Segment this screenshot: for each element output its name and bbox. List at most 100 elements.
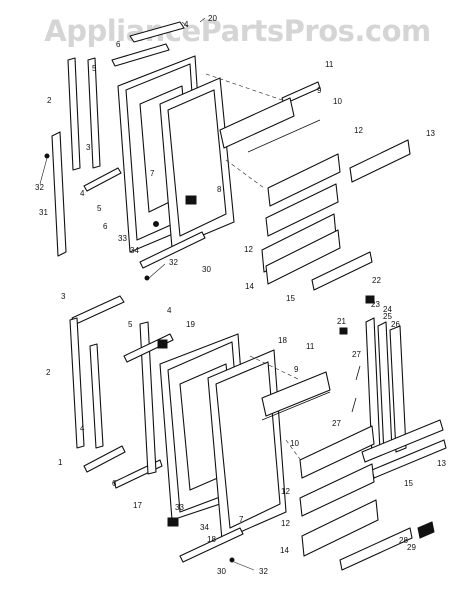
callout-15: 15	[404, 479, 413, 488]
callout-18: 18	[207, 535, 216, 544]
callout-27: 27	[352, 350, 361, 359]
callout-24: 24	[383, 305, 392, 314]
callout-34: 34	[130, 246, 139, 255]
callout-29: 29	[407, 543, 416, 552]
callout-2: 2	[47, 96, 52, 105]
callout-4: 4	[80, 424, 85, 433]
callout-20: 20	[208, 14, 217, 23]
callout-4: 4	[184, 20, 189, 29]
callout-33: 33	[175, 503, 184, 512]
rack-13-lower	[361, 419, 444, 463]
callout-28: 28	[399, 536, 408, 545]
callout-17: 17	[133, 501, 142, 510]
callout-12: 12	[281, 519, 290, 528]
callout-15: 15	[286, 294, 295, 303]
callout-11: 11	[325, 60, 334, 69]
callout-13: 13	[426, 129, 435, 138]
door-shelf-12-lower-b	[299, 463, 375, 517]
callout-9: 9	[317, 86, 322, 95]
callout-5: 5	[97, 204, 102, 213]
bottom-rail-1	[83, 445, 126, 473]
clip-22	[365, 295, 375, 304]
callout-31: 31	[39, 208, 48, 217]
callout-26: 26	[391, 320, 400, 329]
bottom-door-assembly	[69, 295, 447, 571]
callout-11: 11	[306, 342, 315, 351]
callout-32: 32	[35, 183, 44, 192]
side-trim-bar	[51, 131, 67, 257]
callout-32: 32	[259, 567, 268, 576]
callout-12: 12	[281, 487, 290, 496]
callout-12: 12	[244, 245, 253, 254]
door-shelf-12a	[267, 153, 341, 207]
callout-33: 33	[118, 234, 127, 243]
callout-8: 8	[217, 185, 222, 194]
callout-6: 6	[112, 479, 117, 488]
callout-13: 13	[437, 459, 446, 468]
callout-1: 1	[58, 458, 63, 467]
screw-32-bottom	[144, 275, 150, 281]
side-strip-5-lower	[139, 321, 157, 475]
callout-6: 6	[116, 40, 121, 49]
top-door-assembly	[39, 17, 411, 291]
trim-strip-left-outer	[67, 57, 81, 171]
callout-10: 10	[333, 97, 342, 106]
door-gasket-inner	[167, 89, 227, 237]
callout-7: 7	[239, 515, 244, 524]
callout-25: 25	[383, 312, 392, 321]
screw-32-lower	[229, 557, 235, 563]
bottom-rail-30	[139, 231, 206, 269]
side-gasket-26	[389, 325, 407, 453]
callout-12: 12	[354, 126, 363, 135]
door-bin-14-lower	[301, 499, 379, 557]
door-shelf-12-lower-a	[299, 425, 375, 479]
callout-22: 22	[372, 276, 381, 285]
callout-30: 30	[217, 567, 226, 576]
trim-strip-2-lower	[69, 317, 85, 449]
callout-3: 3	[61, 292, 66, 301]
callout-2: 2	[46, 368, 51, 377]
bottom-rail-30-lower	[179, 527, 244, 563]
clip-21	[339, 327, 348, 335]
bracket-28-29	[417, 521, 435, 539]
watermark: AppliancePartsPros.com	[44, 14, 431, 48]
callout-5: 5	[128, 320, 133, 329]
callout-34: 34	[200, 523, 209, 532]
hinge-19	[157, 339, 168, 349]
trim-strip-4-lower	[89, 343, 104, 449]
callout-14: 14	[245, 282, 254, 291]
hinge-bar-3	[83, 167, 122, 192]
callout-27: 27	[332, 419, 341, 428]
door-shelf-12b	[265, 183, 339, 237]
top-rail-20	[129, 21, 185, 43]
callout-30: 30	[202, 265, 211, 274]
callout-19: 19	[186, 320, 195, 329]
callout-14: 14	[280, 546, 289, 555]
top-rail-3-lower	[71, 295, 125, 325]
rack-13	[349, 139, 411, 183]
trim-strip-left-inner	[87, 57, 101, 169]
callout-32: 32	[169, 258, 178, 267]
top-rail-6	[111, 43, 170, 67]
hinge-8	[185, 195, 197, 205]
door-bin-14	[265, 229, 341, 285]
shelf-front-15	[311, 251, 373, 291]
callout-7: 7	[150, 169, 155, 178]
callout-3: 3	[86, 143, 91, 152]
hinge-33	[153, 221, 159, 227]
callout-10: 10	[290, 439, 299, 448]
shelf-9	[219, 97, 295, 149]
screw-32-top	[44, 153, 50, 159]
callout-4: 4	[167, 306, 172, 315]
hinge-33-lower	[167, 517, 179, 527]
shelf-9-lower	[261, 371, 331, 417]
callout-21: 21	[337, 317, 346, 326]
callout-5: 5	[92, 64, 97, 73]
callout-4: 4	[80, 189, 85, 198]
callout-18: 18	[278, 336, 287, 345]
shelf-front-15-lower	[339, 527, 413, 571]
